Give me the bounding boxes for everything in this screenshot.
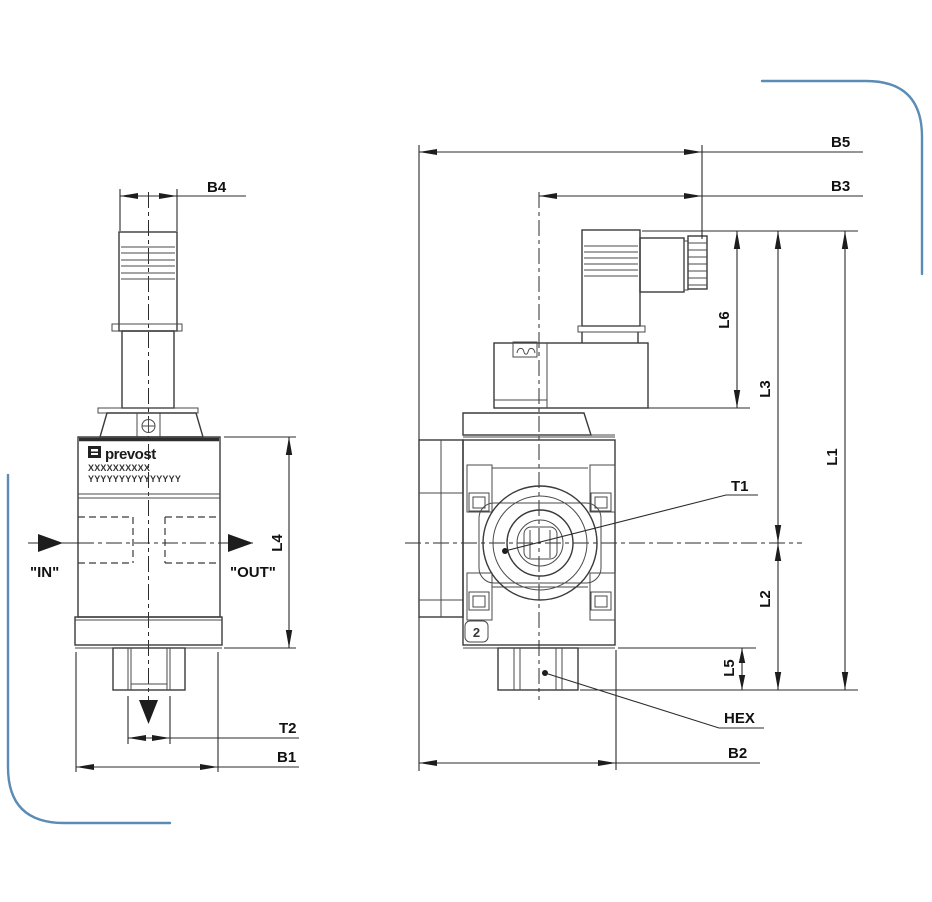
corner-accent-bottom-left (6, 473, 172, 825)
dim-label-b5: B5 (831, 134, 850, 151)
flow-arrow-out-icon (220, 534, 253, 552)
code-line-2: YYYYYYYYYYYYYYY (88, 474, 181, 484)
coil-front (97, 231, 199, 414)
threaded-port-face (482, 485, 598, 601)
dim-label-l6: L6 (716, 311, 733, 329)
inlet-label: "IN" (30, 564, 59, 581)
dim-l2: L2 (757, 543, 782, 690)
dim-b4: B4 (119, 179, 246, 231)
leader-t1: T1 (502, 478, 758, 554)
mounting-bracket (418, 439, 464, 618)
corner-lug-screws (466, 464, 616, 621)
dim-label-hex: HEX (724, 710, 755, 727)
dim-label-b4: B4 (207, 179, 227, 196)
dim-l3: L3 (757, 231, 782, 543)
dim-b5: B5 (418, 134, 863, 771)
outlet-label: "OUT" (230, 564, 276, 581)
brand-logo-icon (88, 446, 101, 458)
dim-label-l2: L2 (757, 590, 774, 608)
brand-label: prevost (105, 446, 156, 463)
hex-port-side (497, 647, 579, 691)
dim-b3: B3 (539, 178, 863, 199)
dim-b2: B2 (419, 650, 760, 770)
dim-l4: L4 (224, 436, 296, 649)
clip-icon (512, 341, 538, 358)
dim-label-l4: L4 (269, 534, 286, 552)
hidden-port-left (78, 516, 134, 564)
dim-l1: L1 (824, 231, 849, 690)
dim-l6: L6 (716, 231, 741, 408)
hidden-port-right (164, 516, 220, 564)
dim-label-b1: B1 (277, 749, 296, 766)
bonnet-front (99, 412, 204, 438)
code-line-1: XXXXXXXXXX (88, 463, 150, 473)
valve-body-front: prevost XXXXXXXXXX YYYYYYYYYYYYYYY (74, 436, 223, 649)
dim-label-l1: L1 (824, 448, 841, 466)
coil-side (493, 341, 649, 409)
solenoid-connector (577, 229, 708, 343)
dim-l5: L5 (721, 648, 746, 690)
side-view: 2 B5 B3 (405, 134, 863, 771)
dim-label-b2: B2 (728, 745, 747, 762)
dim-label-l3: L3 (757, 380, 774, 398)
flow-arrow-down-icon (139, 700, 158, 724)
leader-hex: HEX (542, 670, 764, 729)
hex-port-front (112, 647, 186, 691)
flow-arrow-in-icon (28, 534, 78, 552)
port-badge-label: 2 (473, 625, 480, 640)
dim-label-t2: T2 (279, 720, 297, 737)
dim-label-b3: B3 (831, 178, 850, 195)
dim-label-l5: L5 (721, 659, 738, 677)
bonnet-side (462, 412, 615, 438)
cable-gland-nut (687, 235, 708, 290)
dim-t2: T2 (127, 696, 299, 744)
front-view: prevost XXXXXXXXXX YYYYYYYYYYYYYYY "IN" (28, 179, 299, 772)
corner-accent-top-right (760, 79, 924, 276)
screw-icon (141, 419, 156, 433)
dim-label-t1: T1 (731, 478, 749, 495)
dim-b1: B1 (75, 652, 299, 772)
port-number-badge: 2 (464, 620, 489, 643)
